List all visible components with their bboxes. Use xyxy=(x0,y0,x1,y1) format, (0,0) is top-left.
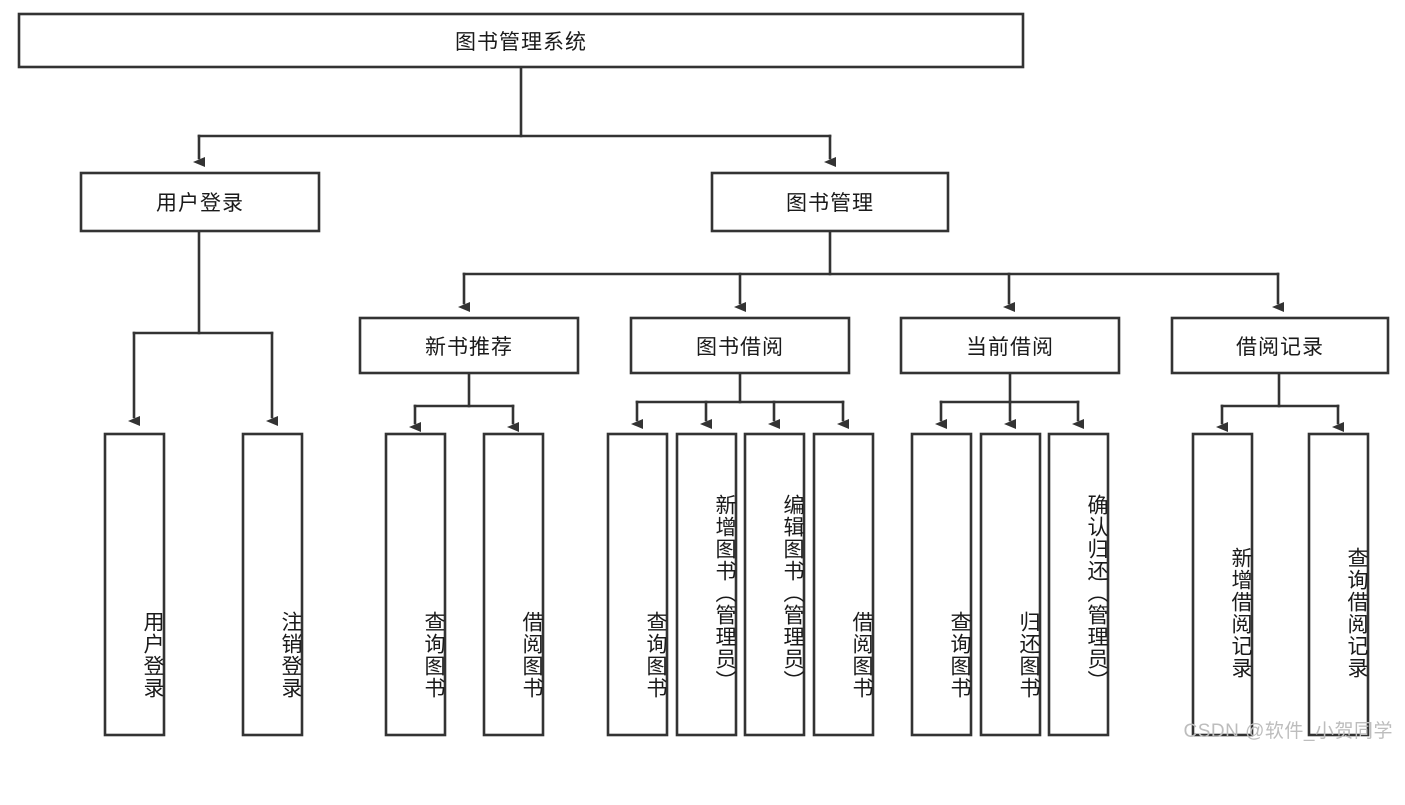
node-box-leaf-user-logout[interactable] xyxy=(241,432,304,737)
node-box-leaf-borrow-book-2[interactable] xyxy=(812,432,875,737)
node-box-leaf-user-login[interactable] xyxy=(103,432,166,737)
connector-bookmanage-to-level3 xyxy=(458,229,1284,312)
node-box-leaf-return-book[interactable] xyxy=(979,432,1042,737)
node-box-leaf-borrow-book-1[interactable] xyxy=(482,432,545,737)
connector-root-to-level2 xyxy=(193,65,836,167)
node-box-leaf-add-record[interactable] xyxy=(1191,432,1254,737)
node-box-new-book-recommend[interactable] xyxy=(358,316,580,375)
node-box-current-borrow[interactable] xyxy=(899,316,1121,375)
node-box-user-login[interactable] xyxy=(79,171,321,233)
node-box-leaf-confirm-return[interactable] xyxy=(1047,432,1110,737)
node-box-borrow-record[interactable] xyxy=(1170,316,1390,375)
node-box-leaf-add-book[interactable] xyxy=(675,432,738,737)
node-box-root[interactable] xyxy=(17,12,1025,69)
watermark-label: CSDN @软件_小贺同学 xyxy=(1183,721,1393,742)
node-box-leaf-query-book-3[interactable] xyxy=(910,432,973,737)
node-box-leaf-query-record[interactable] xyxy=(1307,432,1370,737)
diagram-canvas: 图书管理系统 用户登录 图书管理 新书推荐 图书借阅 当前借阅 借阅记录 用户登… xyxy=(17,12,1393,742)
connector-currentborrow-to-leaves xyxy=(935,371,1084,429)
connector-userlogin-to-leaves xyxy=(128,229,278,426)
node-box-leaf-edit-book[interactable] xyxy=(743,432,806,737)
node-box-leaf-query-book-1[interactable] xyxy=(384,432,447,737)
connector-newbook-to-leaves xyxy=(409,371,519,432)
connector-borrowrecord-to-leaves xyxy=(1216,371,1344,432)
tree-diagram-svg xyxy=(17,12,1390,737)
node-box-leaf-query-book-2[interactable] xyxy=(606,432,669,737)
node-box-book-borrow[interactable] xyxy=(629,316,851,375)
connector-bookborrow-to-leaves xyxy=(631,371,849,429)
node-box-book-manage[interactable] xyxy=(710,171,950,233)
